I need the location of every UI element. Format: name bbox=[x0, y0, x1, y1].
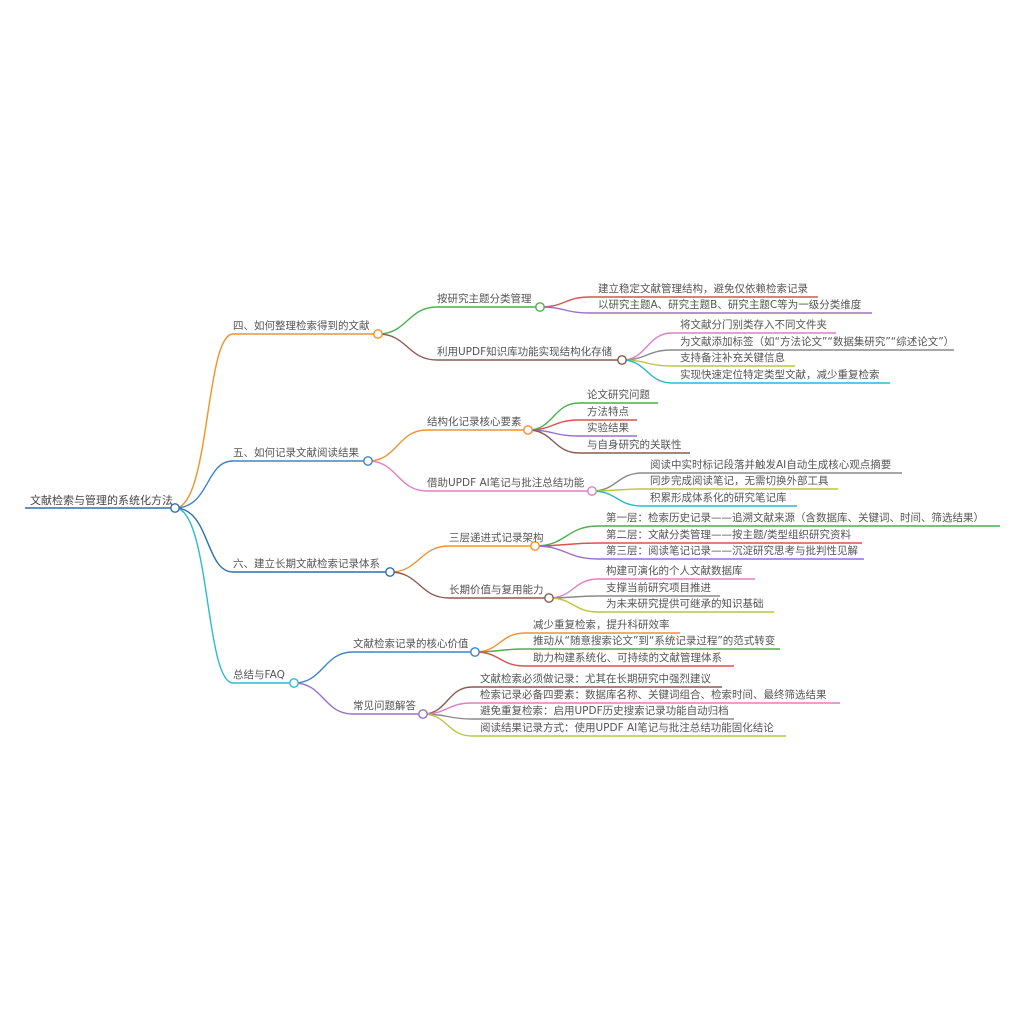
subtopic-node[interactable]: 按研究主题分类管理 bbox=[437, 293, 532, 305]
leaf-link bbox=[591, 490, 797, 507]
subtopic-link bbox=[367, 460, 592, 492]
leaf-node[interactable]: 支持备注补充关键信息 bbox=[680, 352, 785, 364]
leaf-node[interactable]: 构建可演化的个人文献数据库 bbox=[606, 565, 743, 577]
branch-node[interactable]: 总结与FAQ bbox=[233, 669, 285, 681]
collapse-toggle[interactable] bbox=[617, 355, 627, 365]
subtopic-link bbox=[293, 682, 423, 715]
branch-link bbox=[174, 460, 368, 509]
leaf-node[interactable]: 实验结果 bbox=[587, 422, 629, 434]
collapse-toggle[interactable] bbox=[170, 503, 180, 513]
subtopic-node[interactable]: 长期价值与复用能力 bbox=[449, 584, 544, 596]
leaf-link bbox=[474, 651, 734, 667]
leaf-link bbox=[621, 359, 890, 384]
subtopic-node[interactable]: 三层递进式记录架构 bbox=[449, 532, 544, 544]
subtopic-link bbox=[293, 651, 475, 684]
subtopic-link bbox=[367, 429, 528, 462]
collapse-toggle[interactable] bbox=[385, 567, 395, 577]
collapse-toggle[interactable] bbox=[587, 486, 597, 496]
leaf-link bbox=[539, 306, 872, 314]
collapse-toggle[interactable] bbox=[535, 302, 545, 312]
collapse-toggle[interactable] bbox=[363, 456, 373, 466]
collapse-toggle[interactable] bbox=[289, 678, 299, 688]
subtopic-node[interactable]: 常见问题解答 bbox=[353, 700, 416, 712]
leaf-node[interactable]: 为未来研究提供可继承的知识基础 bbox=[606, 598, 764, 610]
leaf-node[interactable]: 避免重复检索：启用UPDF历史搜索记录功能自动归档 bbox=[480, 705, 729, 717]
leaf-node[interactable]: 推动从“随意搜索论文”到“系统记录过程”的范式转变 bbox=[533, 635, 776, 647]
leaf-node[interactable]: 以研究主题A、研究主题B、研究主题C等为一级分类维度 bbox=[598, 299, 862, 311]
collapse-toggle[interactable] bbox=[544, 593, 554, 603]
branch-link bbox=[174, 507, 390, 573]
leaf-node[interactable]: 减少重复检索，提升科研效率 bbox=[533, 619, 670, 631]
leaf-node[interactable]: 积累形成体系化的研究笔记库 bbox=[650, 492, 787, 504]
leaf-node[interactable]: 第一层：检索历史记录——追溯文献来源（含数据库、关键词、时间、筛选结果） bbox=[606, 512, 984, 524]
branch-node[interactable]: 五、如何记录文献阅读结果 bbox=[233, 447, 359, 459]
collapse-toggle[interactable] bbox=[373, 329, 383, 339]
subtopic-link bbox=[377, 333, 622, 361]
leaf-node[interactable]: 论文研究问题 bbox=[587, 389, 650, 401]
subtopic-node[interactable]: 结构化记录核心要素 bbox=[427, 416, 522, 428]
leaf-link bbox=[527, 429, 690, 454]
subtopic-link bbox=[389, 545, 535, 573]
leaf-node[interactable]: 阅读结果记录方式：使用UPDF AI笔记与批注总结功能固化结论 bbox=[480, 722, 774, 734]
branch-node[interactable]: 四、如何整理检索得到的文献 bbox=[233, 320, 370, 332]
root-node[interactable]: 文献检索与管理的系统化方法 bbox=[30, 494, 173, 507]
branch-link bbox=[174, 507, 294, 684]
branch-node[interactable]: 六、建立长期文献检索记录体系 bbox=[233, 558, 380, 570]
leaf-node[interactable]: 文献检索必须做记录：尤其在长期研究中强烈建议 bbox=[480, 673, 711, 685]
leaf-link bbox=[534, 545, 864, 560]
leaf-node[interactable]: 方法特点 bbox=[587, 406, 629, 418]
leaf-node[interactable]: 阅读中实时标记段落并触发AI自动生成核心观点摘要 bbox=[650, 459, 892, 471]
subtopic-node[interactable]: 借助UPDF AI笔记与批注总结功能 bbox=[427, 477, 585, 489]
subtopic-node[interactable]: 利用UPDF知识库功能实现结构化存储 bbox=[437, 346, 613, 358]
leaf-link bbox=[591, 488, 838, 492]
collapse-toggle[interactable] bbox=[418, 709, 428, 719]
leaf-node[interactable]: 将文献分门别类存入不同文件夹 bbox=[680, 319, 827, 331]
leaf-node[interactable]: 与自身研究的关联性 bbox=[587, 439, 682, 451]
collapse-toggle[interactable] bbox=[523, 425, 533, 435]
subtopic-link bbox=[377, 306, 540, 335]
leaf-node[interactable]: 第三层：阅读笔记记录——沉淀研究思考与批判性见解 bbox=[606, 545, 858, 557]
leaf-link bbox=[422, 713, 786, 737]
leaf-node[interactable]: 实现快速定位特定类型文献，减少重复检索 bbox=[680, 369, 880, 381]
leaf-node[interactable]: 同步完成阅读笔记，无需切换外部工具 bbox=[650, 475, 829, 487]
subtopic-node[interactable]: 文献检索记录的核心价值 bbox=[353, 638, 469, 650]
collapse-toggle[interactable] bbox=[530, 541, 540, 551]
collapse-toggle[interactable] bbox=[470, 647, 480, 657]
leaf-node[interactable]: 支撑当前研究项目推进 bbox=[606, 582, 711, 594]
leaf-node[interactable]: 助力构建系统化、可持续的文献管理体系 bbox=[533, 652, 722, 664]
subtopic-link bbox=[389, 571, 549, 599]
leaf-node[interactable]: 为文献添加标签（如“方法论文”“数据集研究”“综述论文”） bbox=[680, 336, 955, 348]
leaf-node[interactable]: 建立稳定文献管理结构，避免仅依赖检索记录 bbox=[598, 283, 808, 295]
leaf-node[interactable]: 检索记录必备四要素：数据库名称、关键词组合、检索时间、最终筛选结果 bbox=[480, 689, 827, 701]
branch-link bbox=[174, 333, 378, 509]
leaf-link bbox=[621, 349, 954, 361]
leaf-node[interactable]: 第二层：文献分类管理——按主题/类型组织研究资料 bbox=[606, 529, 852, 541]
leaf-link bbox=[548, 597, 774, 613]
